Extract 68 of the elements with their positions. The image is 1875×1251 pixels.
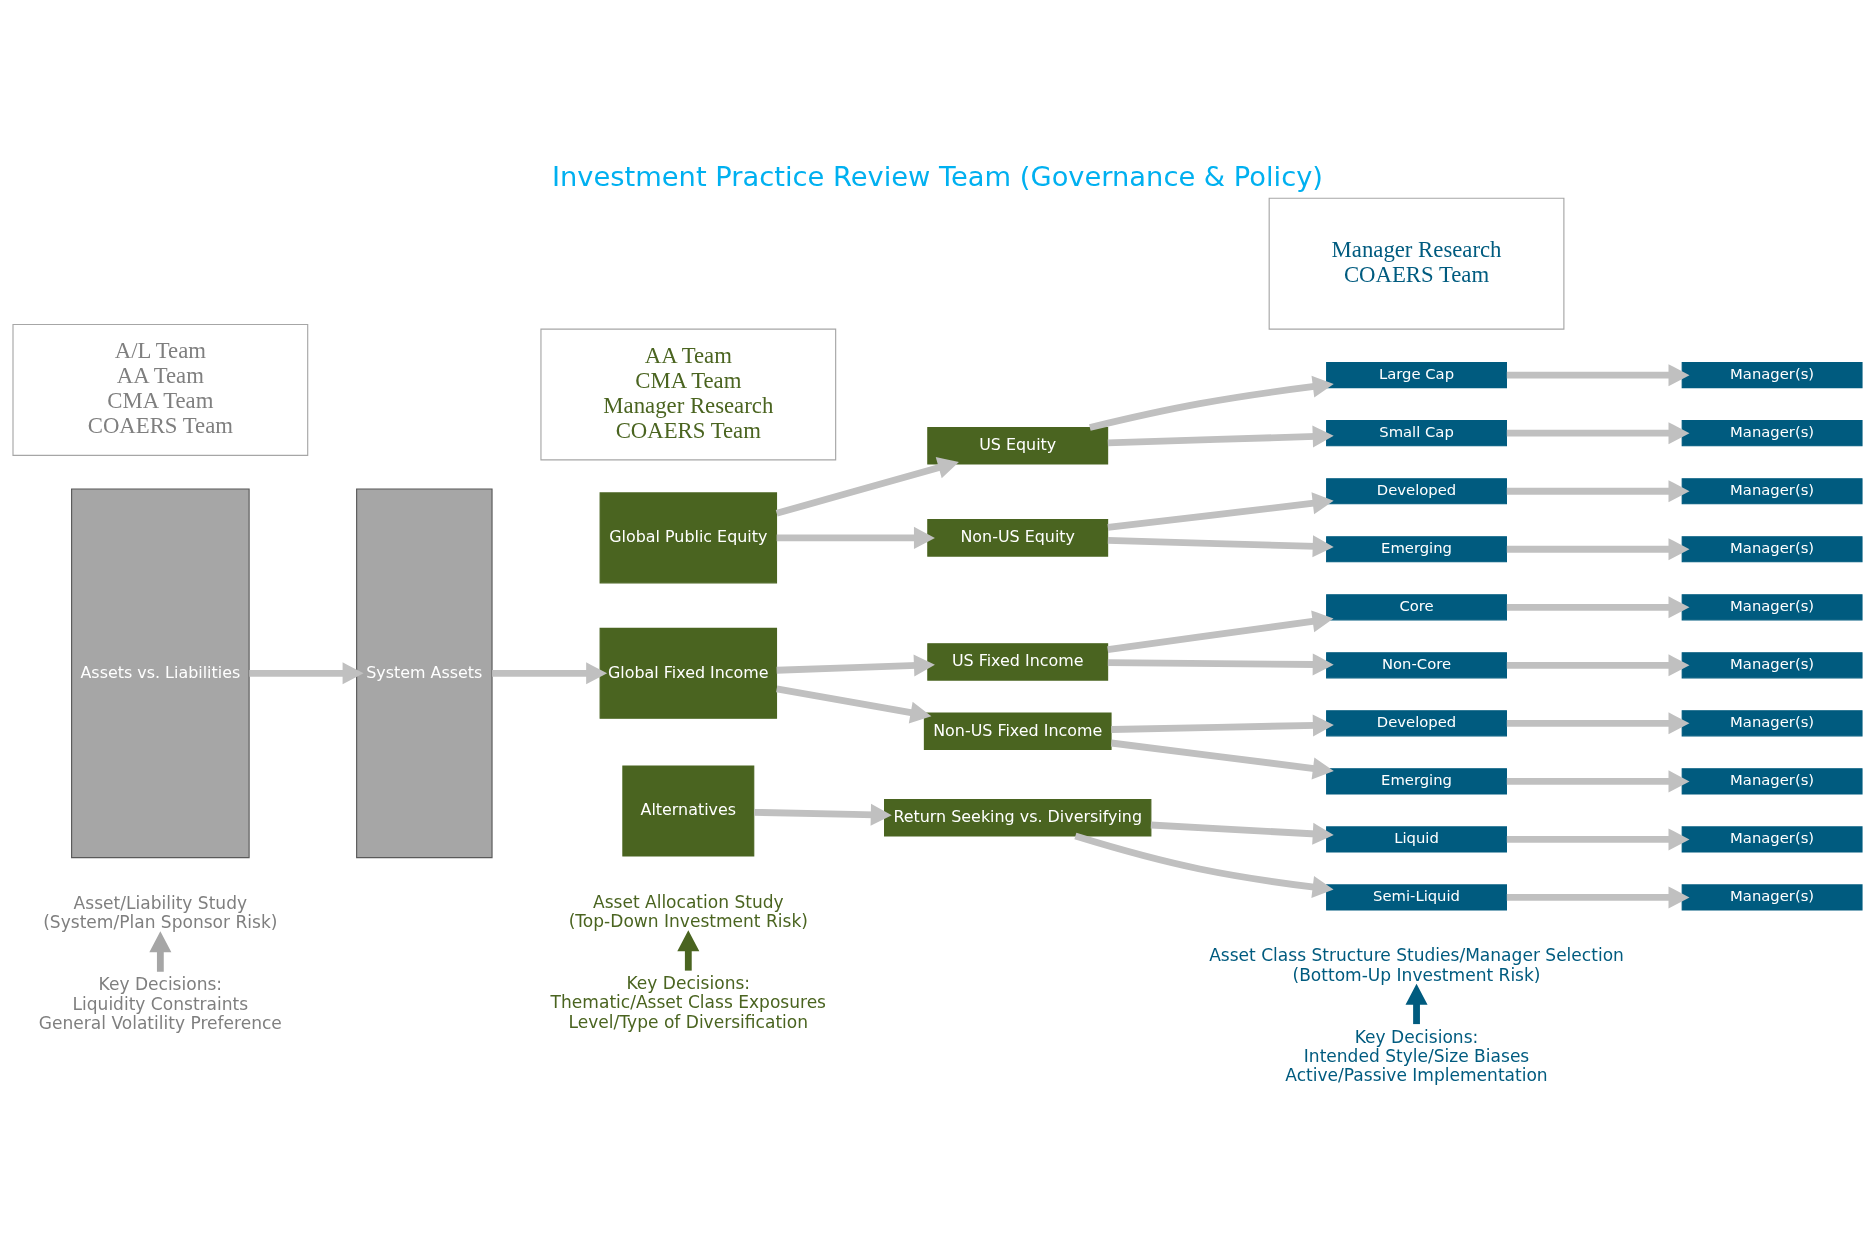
arrow <box>1405 983 1428 1025</box>
arrow <box>1111 714 1334 737</box>
node-box: US Equity <box>927 426 1109 465</box>
node-text: Asset Class Structure Studies/Manager Selection (Bottom-Up Investment Risk) <box>1209 945 1624 985</box>
node-box: Manager(s) <box>1681 594 1863 621</box>
node-box: Global Public Equity <box>599 492 778 584</box>
node-box: AA Team CMA Team Manager Research COAERS Team <box>540 328 837 461</box>
arrow <box>1074 832 1334 898</box>
arrow <box>1506 538 1690 561</box>
arrow <box>776 526 935 549</box>
arrow <box>1110 739 1334 780</box>
arrow <box>1506 422 1690 445</box>
node-box: Global Fixed Income <box>599 627 778 719</box>
node-box: Non-US Fixed Income <box>923 712 1112 751</box>
node-box: System Assets <box>356 488 493 859</box>
arrow <box>1506 480 1690 503</box>
node-box: A/L Team AA Team CMA Team COAERS Team <box>12 323 309 456</box>
node-box: Non-Core <box>1326 652 1507 679</box>
node-box: Alternatives <box>622 765 755 857</box>
node-text: Asset/Liability Study (System/Plan Sponsor Risk) <box>43 892 278 933</box>
arrow <box>1150 821 1334 845</box>
node-box: Assets vs. Liabilities <box>71 488 250 859</box>
arrow <box>776 654 935 677</box>
node-box: Manager(s) <box>1681 362 1863 389</box>
node-box: Manager(s) <box>1681 652 1863 679</box>
node-box: Manager(s) <box>1681 826 1863 853</box>
arrow <box>1107 653 1334 676</box>
node-text: Asset Allocation Study (Top-Down Investment Risk) <box>568 891 808 932</box>
node-box: Emerging <box>1326 536 1507 563</box>
arrow <box>1506 654 1690 677</box>
arrow <box>1107 535 1334 558</box>
arrow <box>1107 425 1334 448</box>
node-box: Small Cap <box>1326 420 1507 447</box>
node-box: Return Seeking vs. Diversifying <box>884 799 1152 837</box>
node-box: Liquid <box>1326 826 1507 853</box>
arrow <box>1506 770 1690 793</box>
arrow <box>776 685 932 724</box>
node-box: Manager Research COAERS Team <box>1268 197 1565 330</box>
arrow <box>1506 596 1690 619</box>
arrow <box>775 457 959 517</box>
node-box: Manager(s) <box>1681 884 1863 911</box>
node-box: Manager(s) <box>1681 478 1863 505</box>
node-box: Developed <box>1326 710 1507 737</box>
node-box: Manager(s) <box>1681 768 1863 795</box>
node-box: US Fixed Income <box>927 643 1109 681</box>
arrow <box>1506 712 1690 735</box>
node-box: Large Cap <box>1326 362 1507 389</box>
arrow <box>1107 492 1334 531</box>
arrow <box>1506 886 1690 909</box>
arrow <box>754 803 892 826</box>
node-text: Key Decisions: Liquidity Constraints General Volatility Preference <box>38 974 282 1033</box>
node-box: Emerging <box>1326 768 1507 795</box>
diagram-title: Investment Practice Review Team (Governance & Policy) <box>551 160 1324 192</box>
node-text: Key Decisions: Intended Style/Size Biases Active/Passive Implementation <box>1285 1026 1548 1086</box>
node-box: Manager(s) <box>1681 710 1863 737</box>
node-box: Semi-Liquid <box>1326 884 1507 911</box>
node-box: Core <box>1326 594 1507 621</box>
node-box: Manager(s) <box>1681 420 1863 447</box>
arrow <box>1089 375 1334 431</box>
node-box: Non-US Equity <box>927 519 1109 557</box>
node-box: Developed <box>1326 478 1507 505</box>
arrow <box>1506 828 1690 851</box>
arrow <box>249 662 364 685</box>
arrow <box>1107 610 1334 653</box>
arrow <box>492 662 608 685</box>
node-text: Key Decisions: Thematic/Asset Class Exposures Level/Type of Diversification <box>550 973 826 1032</box>
arrow <box>1506 364 1690 387</box>
node-box: Manager(s) <box>1681 536 1863 563</box>
